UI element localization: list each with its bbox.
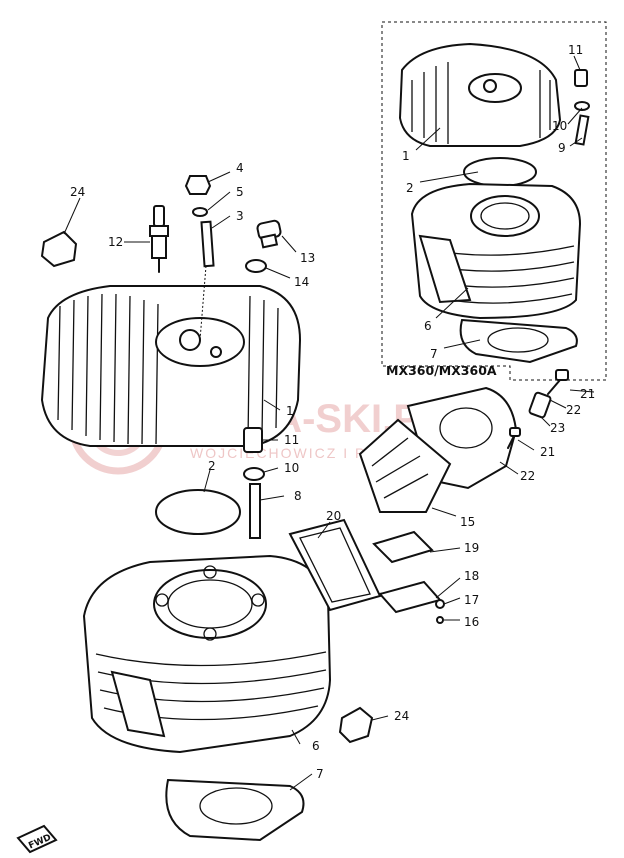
inset-box: MX360/MX360A xyxy=(381,21,607,381)
callout-5: 5 xyxy=(236,185,244,199)
callout-12: 12 xyxy=(108,235,123,249)
callout-21: 21 xyxy=(540,445,555,459)
head-gasket xyxy=(155,489,241,535)
base-gasket xyxy=(165,778,305,842)
plug-cap-top xyxy=(40,230,78,268)
reed-valve-fasteners-inset: 21 22 23 xyxy=(528,369,595,435)
callout-14: 14 xyxy=(294,275,309,289)
inset-callout-9: 9 xyxy=(558,141,566,155)
cylinder-head xyxy=(40,285,302,447)
callout-3: 3 xyxy=(236,209,244,223)
callout-24-bottom: 24 xyxy=(394,709,409,723)
callout-22: 22 xyxy=(520,469,535,483)
callout-1: 1 xyxy=(286,404,294,418)
inset-callout-23: 23 xyxy=(550,421,565,435)
callout-19: 19 xyxy=(464,541,479,555)
inset-callout-22: 22 xyxy=(566,403,581,417)
fwd-arrow: FWD xyxy=(16,824,58,854)
inset-callout-21: 21 xyxy=(580,387,595,401)
callout-13: 13 xyxy=(300,251,315,265)
reed-gasket-20 xyxy=(288,518,382,612)
inset-callout-10: 10 xyxy=(552,119,567,133)
inset-cylinder xyxy=(410,182,582,320)
inset-callout-1: 1 xyxy=(402,149,410,163)
callout-24-top: 24 xyxy=(70,185,85,199)
inset-head-gasket xyxy=(463,157,537,187)
plug-cap-bottom xyxy=(338,706,374,744)
callout-8: 8 xyxy=(294,489,302,503)
callout-20: 20 xyxy=(326,509,341,523)
reed-valve-15 xyxy=(358,418,452,513)
callout-11: 11 xyxy=(284,433,299,447)
inset-callout-2: 2 xyxy=(406,181,414,195)
inset-model-label: MX360/MX360A xyxy=(386,363,497,378)
inset-cylinder-head xyxy=(398,42,562,147)
callout-18: 18 xyxy=(464,569,479,583)
inset-spark-plug-hole-parts xyxy=(574,69,590,146)
callout-15: 15 xyxy=(460,515,475,529)
callout-6: 6 xyxy=(312,739,320,753)
spark-plug xyxy=(149,205,169,273)
reed-petals xyxy=(372,530,445,624)
callout-17: 17 xyxy=(464,593,479,607)
callout-2: 2 xyxy=(208,459,216,473)
cylinder-stud-parts xyxy=(243,427,265,539)
callout-numbers: 1 2 3 4 5 6 7 8 10 11 12 13 14 15 16 17 … xyxy=(70,161,555,781)
inset-callout-7: 7 xyxy=(430,347,438,361)
callout-4: 4 xyxy=(236,161,244,175)
callout-16: 16 xyxy=(464,615,479,629)
callout-7: 7 xyxy=(316,767,324,781)
head-stud-fasteners xyxy=(184,175,215,341)
cylinder xyxy=(82,554,332,754)
callout-10: 10 xyxy=(284,461,299,475)
head-plug-13 xyxy=(245,219,282,273)
intake-bolt-21 xyxy=(507,427,521,449)
leader-lines xyxy=(63,171,535,791)
inset-base-gasket xyxy=(459,318,578,364)
inset-callout-11: 11 xyxy=(568,43,583,57)
inset-callout-6: 6 xyxy=(424,319,432,333)
